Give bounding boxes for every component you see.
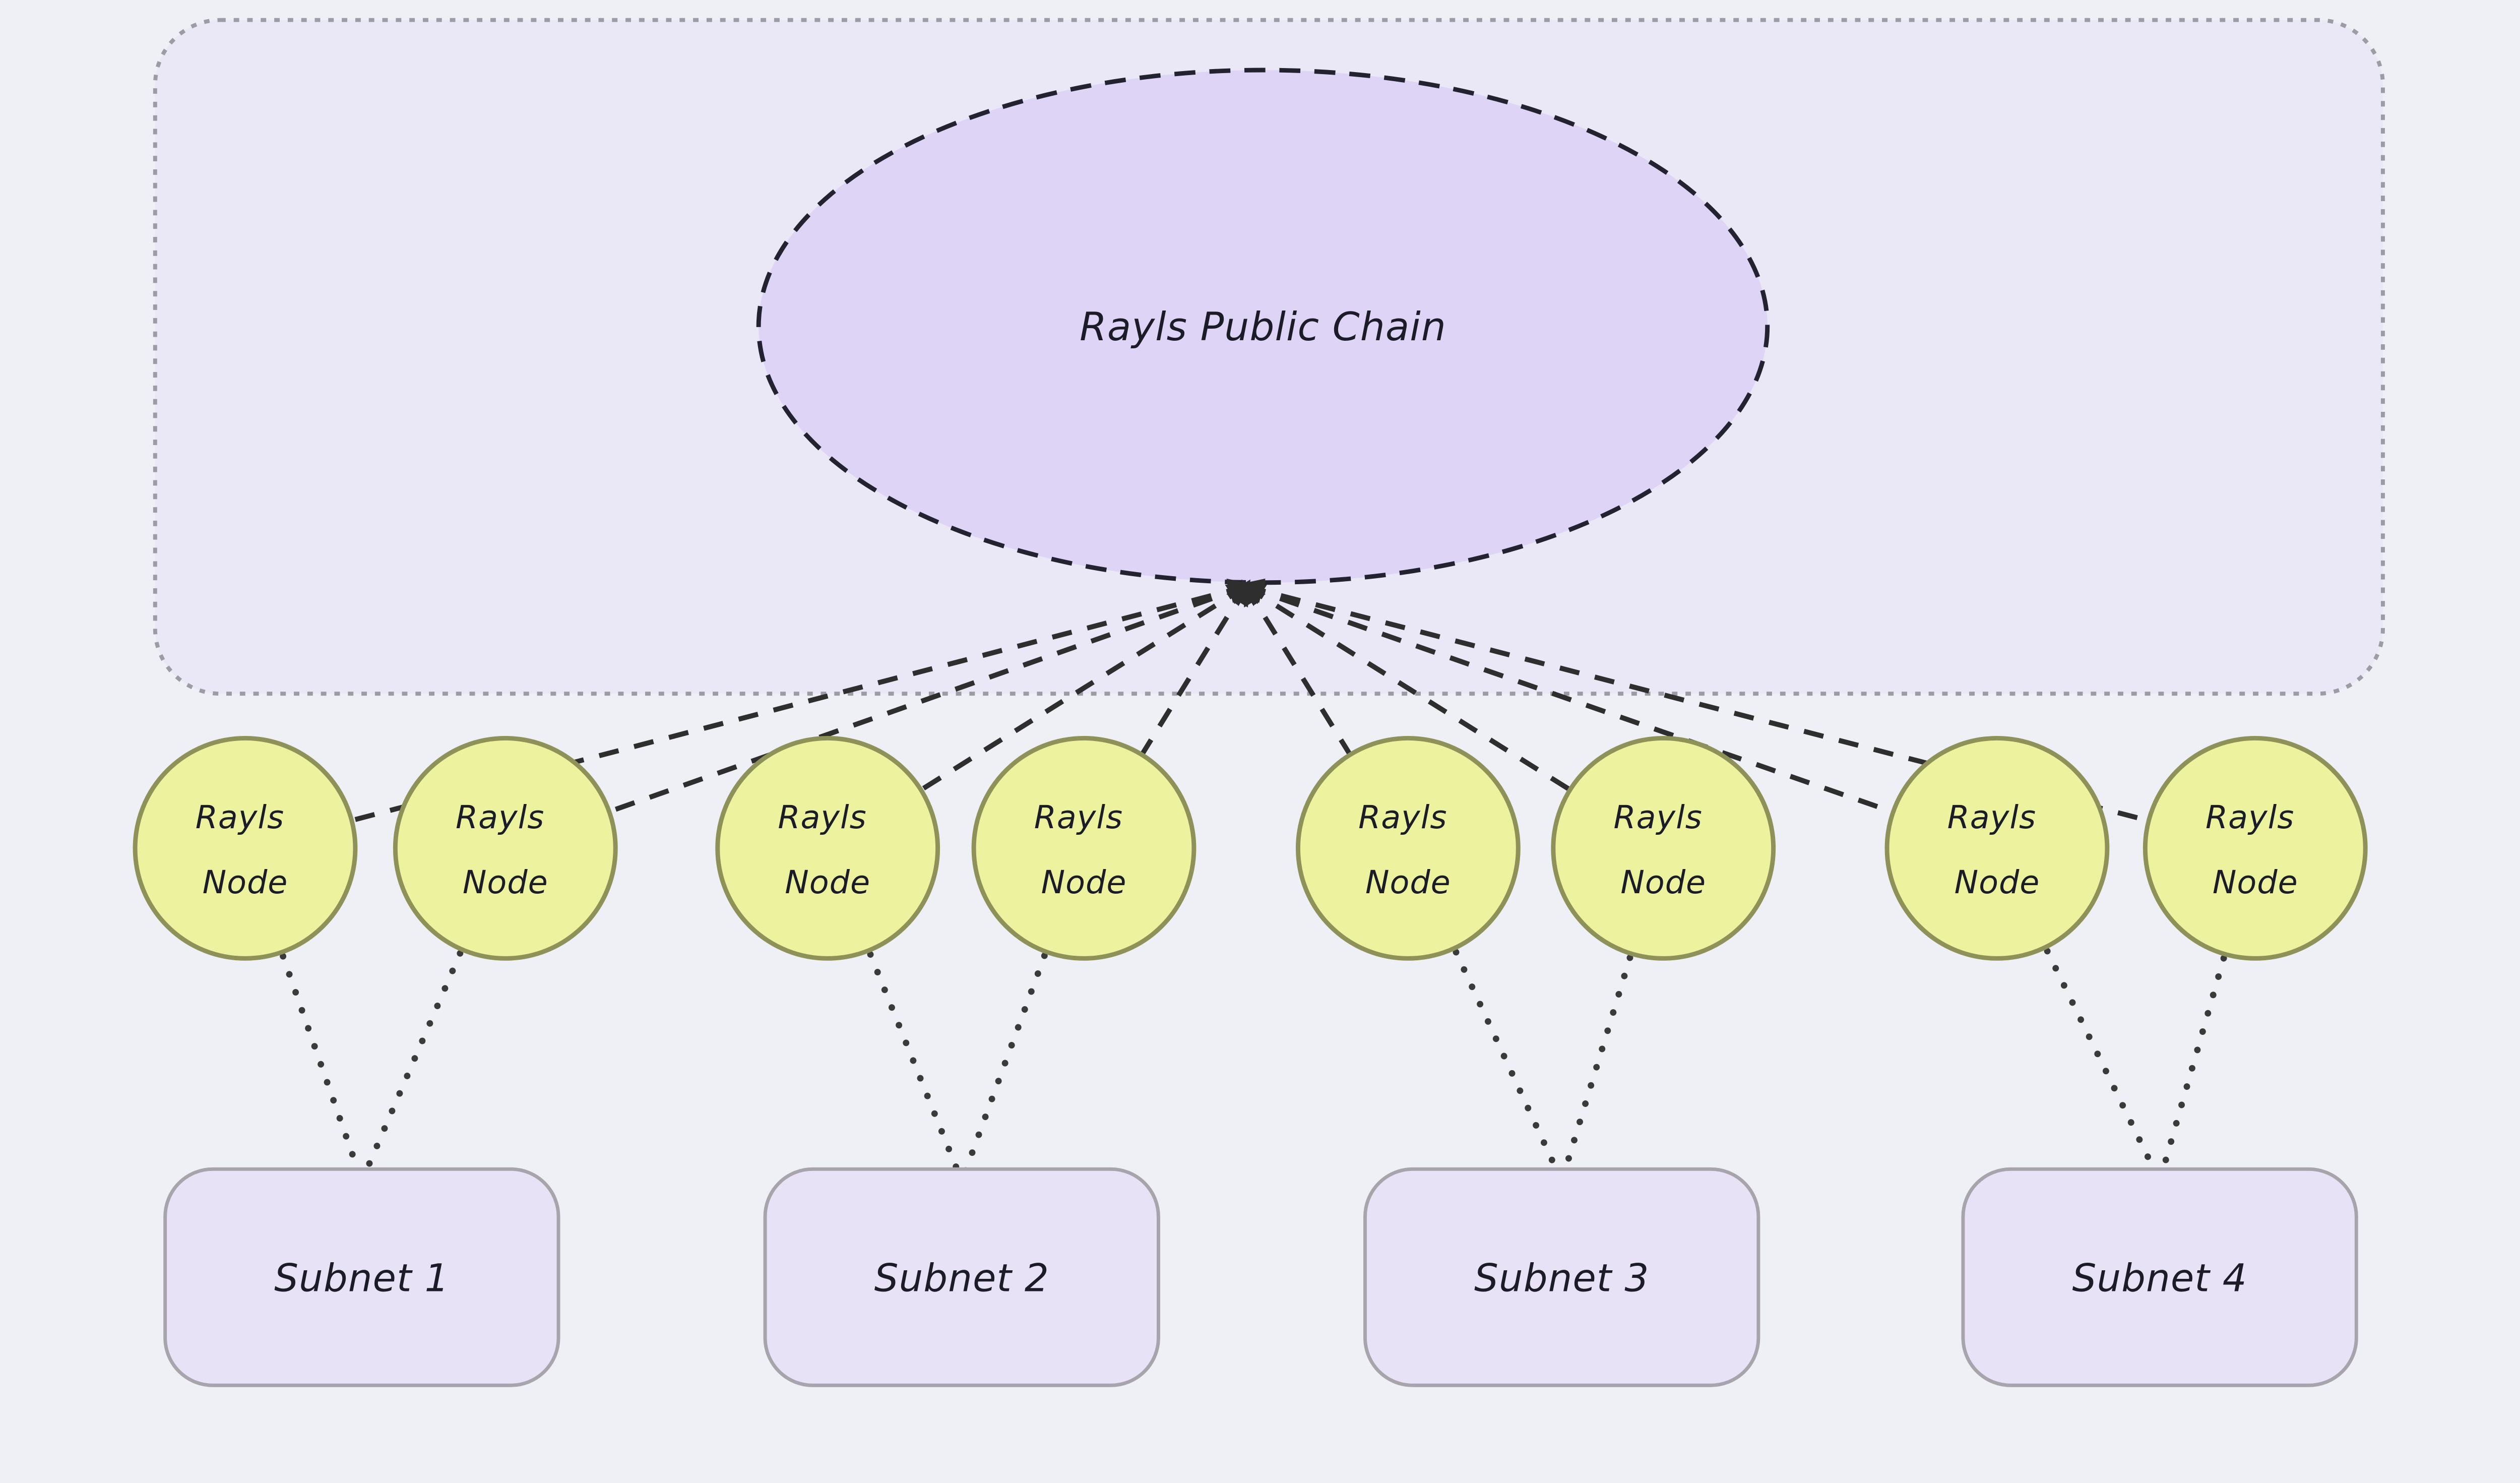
dashed-connector bbox=[1238, 580, 1998, 851]
subnet-box-3 bbox=[1363, 1167, 1760, 1387]
rayls-node-circle-6 bbox=[1551, 735, 1776, 961]
rayls-node-circle-1 bbox=[133, 735, 358, 961]
dashed-connector bbox=[505, 580, 1254, 851]
subnet-label-1: Subnet 1 bbox=[274, 1256, 449, 1301]
node-label-line: Rayls bbox=[778, 798, 866, 836]
node-label-line: Node bbox=[1365, 863, 1451, 901]
rayls-node-label: Rayls Node bbox=[1947, 798, 2047, 901]
node-label-line: Node bbox=[2213, 863, 2298, 901]
rayls-node-label: Rayls Node bbox=[1613, 798, 1713, 901]
rayls-node-label: Rayls Node bbox=[1358, 798, 1458, 901]
rayls-nodes bbox=[133, 735, 2368, 961]
rayls-node-label: Rayls Node bbox=[778, 798, 877, 901]
rayls-node-circle-2 bbox=[393, 735, 618, 961]
rayls-node-label: Rayls Node bbox=[456, 798, 555, 901]
node-label-line: Rayls bbox=[456, 798, 544, 836]
rayls-node-circle-8 bbox=[2143, 735, 2368, 961]
rayls-public-chain-label: Rayls Public Chain bbox=[1080, 304, 1446, 350]
rayls-node-label: Rayls Node bbox=[1034, 798, 1134, 901]
node-label-line: Rayls bbox=[1613, 798, 1702, 836]
subnets bbox=[163, 1167, 2358, 1387]
rayls-node-circle-3 bbox=[715, 735, 940, 961]
rayls-node-label: Rayls Node bbox=[2206, 798, 2305, 901]
dotted-connector bbox=[1405, 845, 1565, 1185]
node-label-line: Node bbox=[1620, 863, 1706, 901]
rayls-node-circle-5 bbox=[1295, 735, 1521, 961]
node-label-line: Rayls bbox=[1947, 798, 2036, 836]
dashed-connector bbox=[244, 578, 1254, 851]
rayls-node-circle-4 bbox=[971, 735, 1196, 961]
node-label-line: Rayls bbox=[1034, 798, 1123, 836]
node-label-line: Rayls bbox=[2206, 798, 2294, 836]
subnet-box-2 bbox=[763, 1167, 1160, 1387]
node-label-line: Node bbox=[785, 863, 870, 901]
rayls-node-circle-7 bbox=[1884, 735, 2110, 961]
node-label-line: Rayls bbox=[196, 798, 284, 836]
node-label-line: Node bbox=[463, 863, 548, 901]
node-label-line: Node bbox=[1955, 863, 2040, 901]
subnet-label-3: Subnet 3 bbox=[1474, 1256, 1649, 1301]
rayls-node-label: Rayls Node bbox=[196, 798, 295, 901]
subnet-box-4 bbox=[1961, 1167, 2358, 1387]
subnet-label-4: Subnet 4 bbox=[2072, 1256, 2247, 1301]
subnet-label-2: Subnet 2 bbox=[874, 1256, 1049, 1301]
node-label-line: Node bbox=[1041, 863, 1127, 901]
node-label-line: Rayls bbox=[1358, 798, 1447, 836]
node-label-line: Node bbox=[203, 863, 288, 901]
subnet-box-1 bbox=[163, 1167, 560, 1387]
